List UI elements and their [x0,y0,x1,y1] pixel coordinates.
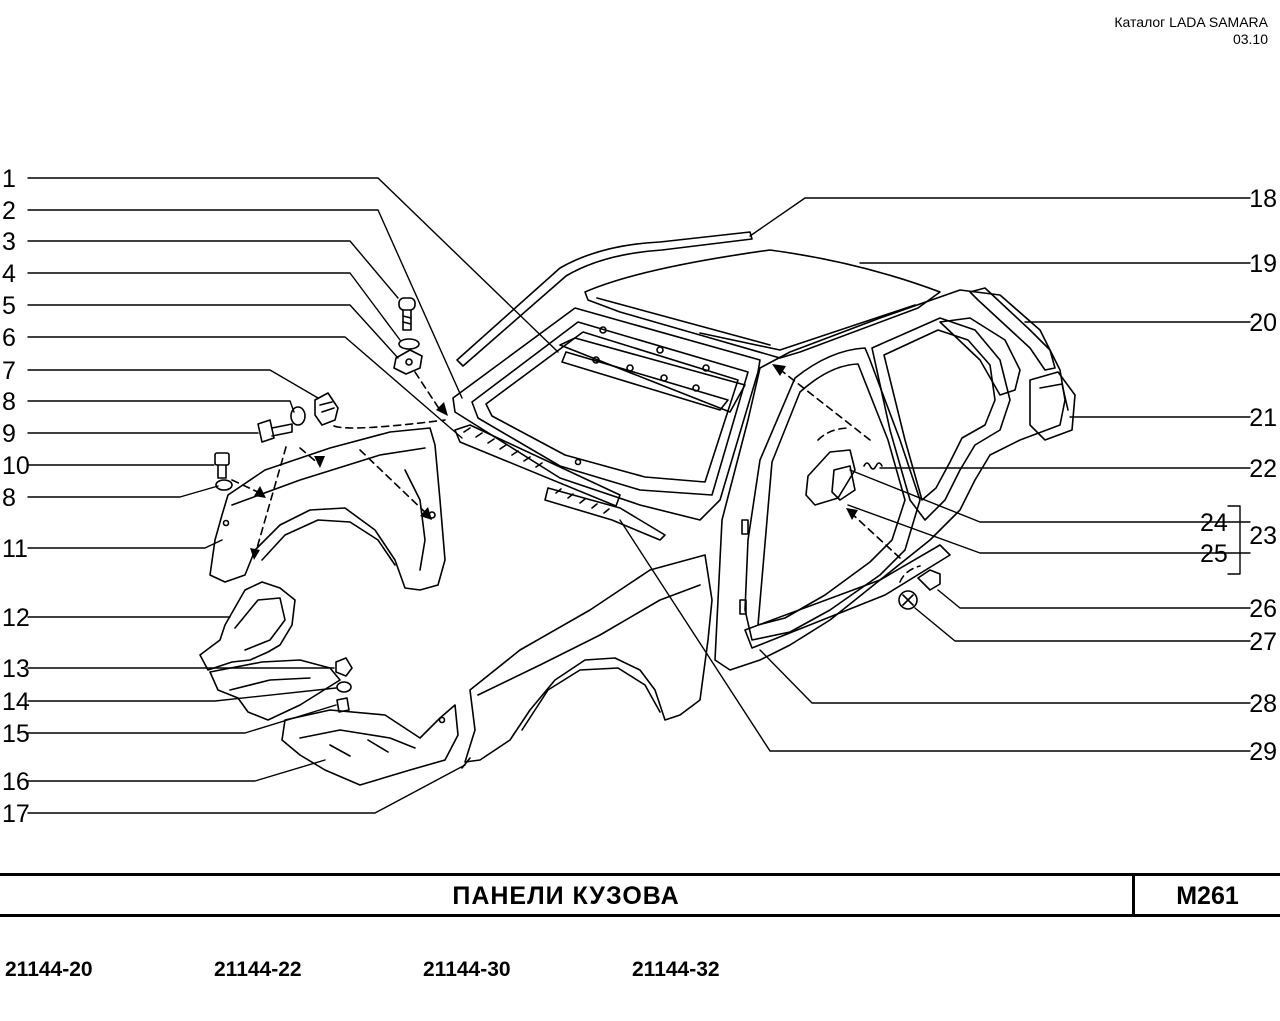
model-code: 21144-20 [5,958,93,981]
callout-28: 28 [1249,690,1277,718]
model-list: 21144-20 21144-22 21144-30 21144-32 [0,958,1280,988]
callout-11: 11 [2,535,28,563]
callout-4: 4 [2,260,16,288]
callout-27: 27 [1249,628,1277,656]
callout-3: 3 [2,228,16,256]
callout-14: 14 [2,688,30,716]
front-fender-left [209,427,446,591]
callout-13: 13 [2,655,30,683]
callout-19: 19 [1249,250,1277,278]
callout-8-lower: 8 [2,484,16,512]
title-divider [1132,876,1135,914]
model-code: 21144-32 [632,958,720,981]
catalog-header: Каталог LADA SAMARA 03.10 [1114,14,1268,48]
callout-25: 25 [1200,540,1228,568]
catalog-date: 03.10 [1232,31,1268,47]
fasteners [214,297,941,713]
assembly-arrows [231,367,921,583]
callout-23: 23 [1249,522,1277,550]
callout-numbers-right: 18 19 20 21 22 24 25 23 26 27 28 29 [1200,185,1277,766]
roof-assembly [452,231,941,541]
callout-5: 5 [2,292,16,320]
catalog-title: Каталог LADA SAMARA [1114,14,1268,30]
callout-21: 21 [1249,404,1277,432]
callout-17: 17 [2,800,30,828]
callout-8: 8 [2,388,16,416]
callout-6: 6 [2,324,16,352]
callout-20: 20 [1249,309,1277,337]
callout-12: 12 [2,604,30,632]
callout-15: 15 [2,720,30,748]
callout-18: 18 [1249,185,1277,213]
callout-24: 24 [1200,509,1228,537]
callout-9: 9 [2,420,16,448]
callout-1: 1 [2,165,16,193]
body-side-frame [714,287,1076,671]
model-code: 21144-22 [214,958,302,981]
callout-22: 22 [1249,455,1277,483]
callout-16: 16 [2,768,30,796]
page-title: ПАНЕЛИ КУЗОВА [452,882,680,910]
model-code: 21144-30 [423,958,511,981]
callout-2: 2 [2,197,16,225]
arrow-heads [250,364,858,560]
leader-lines [27,177,1251,814]
callout-numbers-left: 1 2 3 4 5 6 7 8 9 10 8 11 12 13 14 15 16… [2,165,30,828]
section-code: М261 [1176,882,1239,910]
front-fender-right [461,554,713,769]
callout-10: 10 [2,452,30,480]
callout-7: 7 [2,357,16,385]
body-panels-diagram: 1 2 3 4 5 6 7 8 9 10 8 11 12 13 14 15 16… [2,165,1277,828]
callout-29: 29 [1249,738,1277,766]
title-bar: ПАНЕЛИ КУЗОВА М261 [0,873,1280,917]
callout-26: 26 [1249,595,1277,623]
splash-shields [199,581,459,786]
